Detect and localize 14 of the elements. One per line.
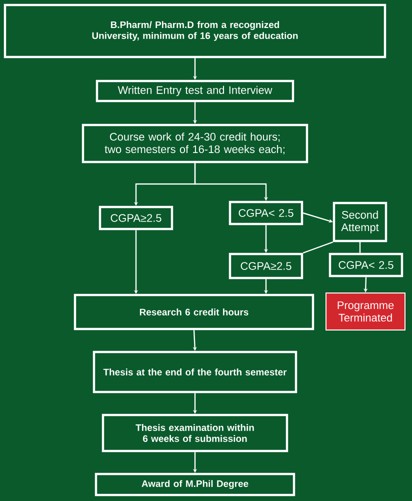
process-box: CGPA≥2.5 bbox=[228, 252, 304, 280]
terminal-box: Programme Terminated bbox=[326, 292, 406, 330]
process-box: Second Attempt bbox=[332, 202, 388, 242]
arrow bbox=[302, 212, 333, 223]
process-box: B.Pharm/ Pharm.D from a recognized University, minimum of 16 years of education bbox=[4, 4, 386, 58]
process-box: Thesis at the end of the fourth semester bbox=[92, 350, 298, 394]
process-box: Award of M.Phil Degree bbox=[94, 472, 296, 496]
process-box: Research 6 credit hours bbox=[74, 294, 314, 330]
process-box: CGPA≥2.5 bbox=[98, 206, 174, 230]
process-box: Written Entry test and Interview bbox=[96, 80, 294, 102]
process-box: Thesis examination within 6 weeks of submission bbox=[102, 414, 288, 452]
process-box: Course work of 24-30 credit hours; two semesters of 16-18 weeks each; bbox=[82, 124, 308, 164]
process-box: CGPA< 2.5 bbox=[228, 200, 304, 226]
process-box: CGPA< 2.5 bbox=[328, 252, 404, 278]
